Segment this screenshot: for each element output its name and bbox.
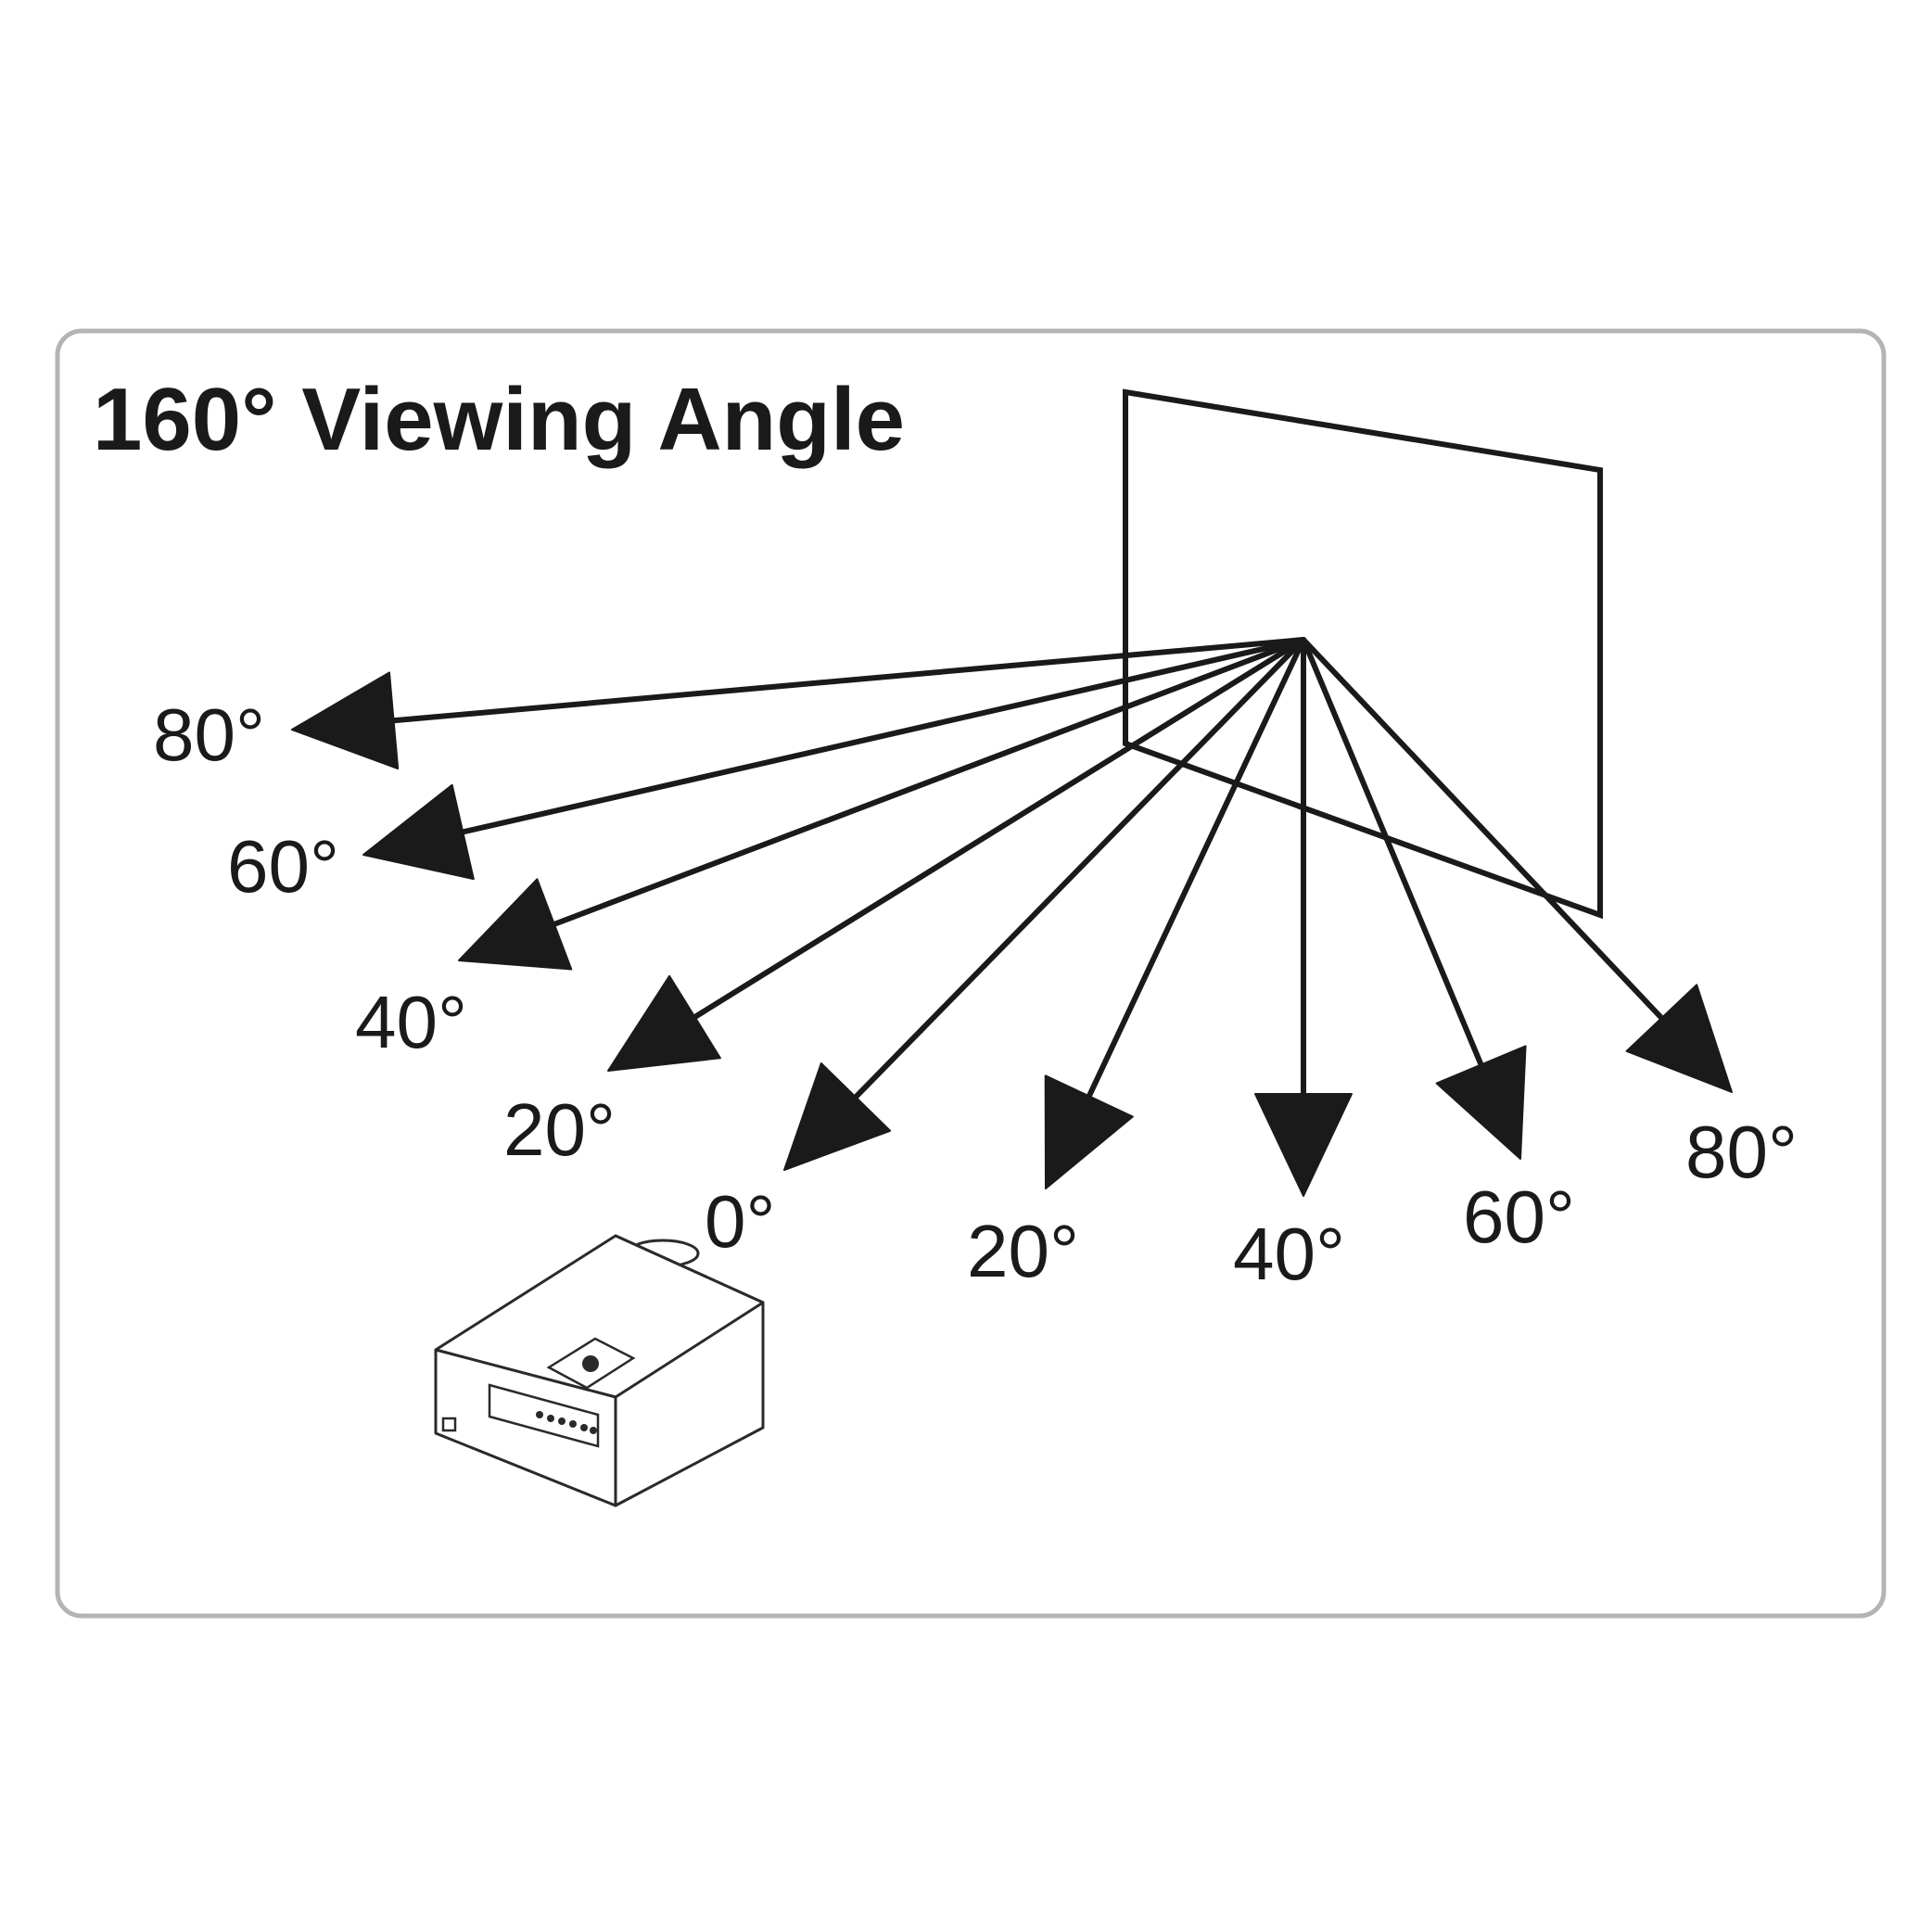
angle-label: 20° xyxy=(503,1088,616,1171)
ray-line xyxy=(1301,637,1488,1076)
ray-line xyxy=(542,637,1306,931)
ray-line xyxy=(451,637,1306,837)
angle-label: 80° xyxy=(1685,1111,1798,1193)
arrowhead-icon xyxy=(291,671,400,770)
arrowhead-icon xyxy=(1435,1045,1527,1160)
angle-label: 80° xyxy=(153,693,265,776)
arrowhead-icon xyxy=(1625,984,1733,1093)
projector-icon xyxy=(434,1234,765,1507)
angle-label: 0° xyxy=(705,1180,775,1263)
arrowhead-icon xyxy=(607,974,721,1072)
angle-label: 60° xyxy=(1463,1176,1575,1258)
arrowhead-icon xyxy=(458,878,573,971)
arrowhead-icon xyxy=(362,783,475,881)
ray-line xyxy=(845,637,1306,1107)
arrowhead-icon xyxy=(1254,1093,1353,1197)
angle-rays xyxy=(291,637,1733,1197)
angle-label: 40° xyxy=(1233,1213,1345,1295)
diagram-title: 160° Viewing Angle xyxy=(93,370,905,469)
ray-line xyxy=(381,637,1306,725)
display-screen xyxy=(1123,388,1603,920)
angle-label: 60° xyxy=(227,825,339,908)
ray-line xyxy=(1301,637,1671,1028)
angle-labels: 80°60°40°20°0°20°40°60°80° xyxy=(153,693,1798,1295)
arrowhead-icon xyxy=(1044,1074,1134,1189)
ray-line xyxy=(683,637,1306,1025)
angle-label: 40° xyxy=(355,981,467,1063)
angle-label: 20° xyxy=(967,1210,1079,1292)
ray-line xyxy=(1082,637,1306,1108)
panel-frame xyxy=(55,328,1887,1619)
arrowhead-icon xyxy=(783,1062,892,1171)
